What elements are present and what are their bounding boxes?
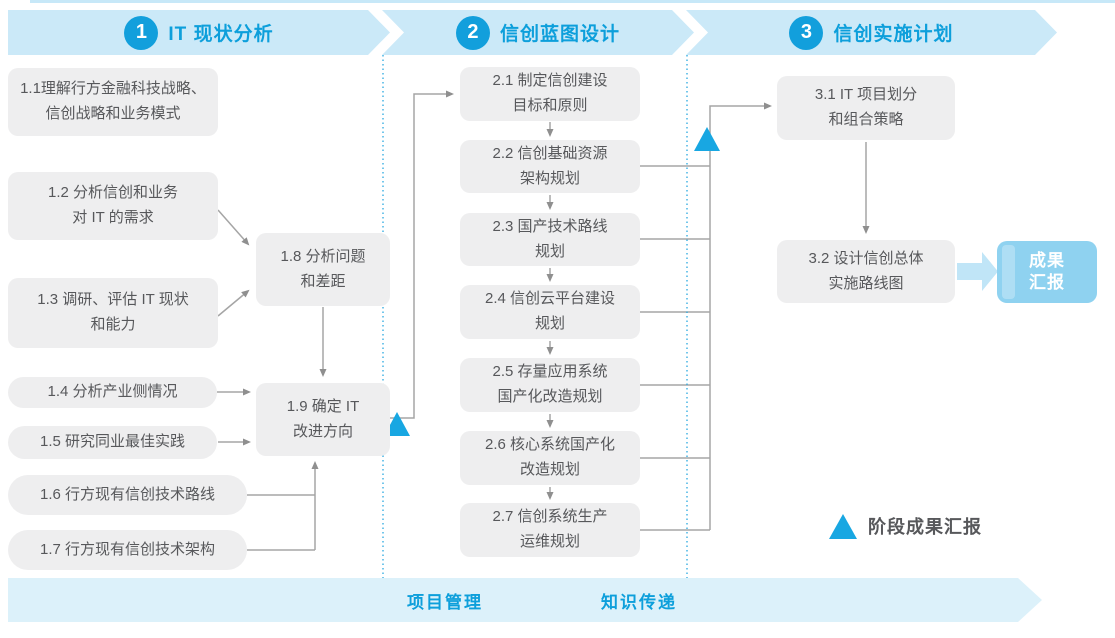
- result-report-box: 成果 汇报: [997, 241, 1097, 303]
- step-1-6-box: 1.6 行方现有信创技术路线: [8, 475, 247, 515]
- phase-1-title: IT 现状分析: [168, 24, 274, 45]
- phase-3-number-badge: 3: [789, 16, 823, 50]
- phase-2-title: 信创蓝图设计: [499, 24, 620, 45]
- step-1-2-box: 1.2 分析信创和业务 对 IT 的需求: [8, 172, 218, 240]
- result-report-label: 成果 汇报: [1029, 250, 1065, 292]
- step-2-6-box: 2.6 核心系统国产化 改造规划: [460, 431, 640, 485]
- milestone-triangle-phase2-icon: [694, 127, 720, 151]
- step-1-7-box: 1.7 行方现有信创技术架构: [8, 530, 247, 570]
- phase-2-number-badge: 2: [456, 16, 490, 50]
- step-2-3-box: 2.3 国产技术路线 规划: [460, 213, 640, 266]
- step-1-8-box: 1.8 分析问题 和差距: [256, 233, 390, 306]
- footer-knowledge-transfer-label: 知识传递: [601, 592, 677, 612]
- footer-band: 项目管理 知识传递: [8, 578, 1042, 622]
- step-2-5-box: 2.5 存量应用系统 国产化改造规划: [460, 358, 640, 412]
- step-2-7-box: 2.7 信创系统生产 运维规划: [460, 503, 640, 557]
- phase-2-header: 2 信创蓝图设计: [382, 10, 694, 55]
- phase-1-number-badge: 1: [124, 16, 158, 50]
- phase-3-title: 信创实施计划: [833, 24, 954, 45]
- step-2-2-box: 2.2 信创基础资源 架构规划: [460, 140, 640, 193]
- top-accent-rule: [30, 0, 1115, 3]
- step-1-3-box: 1.3 调研、评估 IT 现状 和能力: [8, 278, 218, 348]
- step-1-4-box: 1.4 分析产业侧情况: [8, 377, 217, 408]
- legend: 阶段成果汇报: [828, 512, 982, 540]
- phase-1-header: 1 IT 现状分析: [8, 10, 390, 55]
- result-fat-arrow-icon: [957, 252, 998, 291]
- milestone-triangle-phase1-icon: [384, 412, 410, 436]
- legend-label: 阶段成果汇报: [868, 517, 982, 537]
- milestone-triangle-icon: [829, 514, 857, 539]
- footer-project-management-label: 项目管理: [407, 592, 483, 612]
- phase-3-header: 3 信创实施计划: [686, 10, 1057, 55]
- step-3-2-box: 3.2 设计信创总体 实施路线图: [777, 240, 955, 303]
- step-2-1-box: 2.1 制定信创建设 目标和原则: [460, 67, 640, 121]
- result-box-highlight-stripe: [1002, 245, 1015, 299]
- step-3-1-box: 3.1 IT 项目划分 和组合策略: [777, 76, 955, 140]
- step-2-4-box: 2.4 信创云平台建设 规划: [460, 285, 640, 339]
- step-1-1-box: 1.1理解行方金融科技战略、 信创战略和业务模式: [8, 68, 218, 136]
- step-1-5-box: 1.5 研究同业最佳实践: [8, 426, 217, 459]
- step-1-9-box: 1.9 确定 IT 改进方向: [256, 383, 390, 456]
